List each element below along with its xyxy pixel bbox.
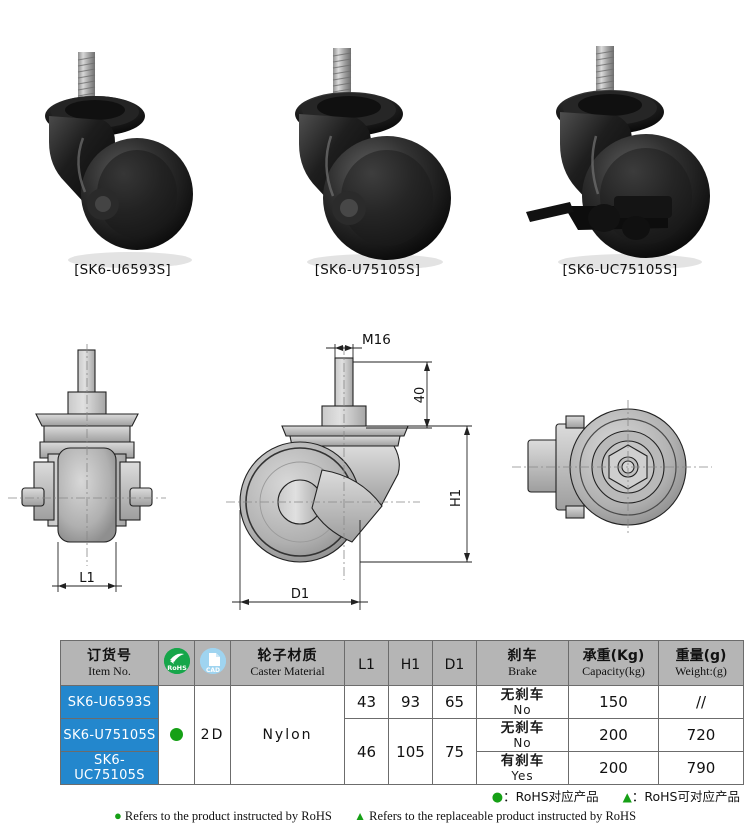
dimension-label-h1: H1: [449, 489, 464, 507]
dimension-m16: [326, 344, 362, 358]
dimension-label-d1: D1: [291, 587, 309, 602]
header-capacity: 承重(Kg) Capacity(kg): [568, 640, 659, 686]
header-h1: H1: [388, 640, 433, 686]
technical-drawings: L1: [0, 330, 750, 630]
cell-l1: 46: [344, 718, 389, 785]
svg-text:CAD: CAD: [205, 667, 219, 674]
header-capacity-en: Capacity(kg): [582, 664, 645, 678]
dimension-label-40: 40: [413, 387, 428, 404]
header-material: 轮子材质 Caster Material: [230, 640, 345, 686]
cell-rohs-marker: [158, 685, 195, 785]
header-capacity-cn: 承重(Kg): [582, 648, 645, 664]
legend-dot-icon: ●: [491, 790, 504, 805]
legend-english-line: ● Refers to the product instructed by Ro…: [0, 808, 750, 824]
header-cad: CAD: [194, 640, 231, 686]
cell-weight: //: [658, 685, 744, 719]
cell-cad-value: 2D: [194, 685, 231, 785]
legend-triangle-icon-en: ▲: [354, 809, 366, 823]
legend-en-dot-text: Refers to the product instructed by RoHS: [124, 809, 332, 823]
header-rohs: RoHS: [158, 640, 195, 686]
header-h1-label: H1: [400, 656, 421, 673]
product-photo-3: [510, 46, 740, 276]
dimension-40: [353, 361, 432, 429]
product-label-2: [SK6-U75105S]: [314, 262, 421, 278]
cell-item-no[interactable]: SK6-U75105S: [60, 718, 159, 752]
front-view-centerlines: [8, 344, 166, 566]
drawings-svg: L1: [8, 332, 712, 610]
product-photo-row: [0, 26, 750, 276]
rohs-legend: ●：RoHS对应产品 ▲：RoHS可对应产品 ● Refers to the p…: [0, 786, 750, 824]
cell-brake: 有刹车 Yes: [476, 751, 569, 785]
legend-chinese-line: ●：RoHS对应产品 ▲：RoHS可对应产品: [0, 786, 750, 805]
dimension-label-m16: M16: [362, 332, 391, 348]
cell-capacity: 150: [568, 685, 659, 719]
header-item-no-cn: 订货号: [87, 648, 132, 664]
header-item-no: 订货号 Item No.: [60, 640, 159, 686]
cell-d1: 75: [432, 718, 477, 785]
product-label-row: [SK6-U6593S] [SK6-U75105S] [SK6-UC75105S…: [0, 262, 750, 286]
cad-badge-icon: CAD: [199, 648, 226, 674]
legend-dot-icon-en: ●: [113, 808, 122, 823]
legend-en-tri-text: Refers to the replaceable product instru…: [369, 809, 637, 823]
cell-brake-cn: 有刹车: [500, 752, 545, 769]
specification-table: 订货号 Item No. RoHS: [60, 640, 744, 785]
header-material-en: Caster Material: [250, 664, 325, 678]
header-weight-cn: 重量(g): [675, 648, 727, 664]
cell-brake-en: Yes: [511, 768, 534, 783]
header-d1: D1: [432, 640, 477, 686]
dimension-label-l1: L1: [79, 571, 95, 586]
legend-cn-tri-text: ：RoHS可对应产品: [631, 789, 740, 804]
cell-brake-cn: 无刹车: [500, 719, 545, 736]
product-photo-1: [10, 46, 240, 276]
table-row: SK6-UC75105S 有刹车 Yes 200 790: [60, 751, 744, 785]
legend-triangle-icon: ▲: [622, 790, 632, 804]
cell-item-no[interactable]: SK6-U6593S: [60, 685, 159, 719]
cell-brake-cn: 无刹车: [500, 686, 545, 703]
cell-material-value: Nylon: [230, 685, 345, 785]
caster-photo-swivel-2: [295, 48, 451, 270]
dimension-d1: [232, 510, 368, 610]
rohs-green-dot-icon: [170, 727, 183, 741]
specification-table-wrap: 订货号 Item No. RoHS: [60, 640, 744, 785]
caster-photo-swivel-brake: [525, 46, 710, 270]
header-material-cn: 轮子材质: [257, 648, 318, 664]
cell-h1: 105: [388, 718, 433, 785]
cell-l1: 43: [344, 685, 389, 719]
header-weight: 重量(g) Weight:(g): [658, 640, 744, 686]
cell-brake-en: No: [513, 735, 532, 750]
cell-brake-en: No: [513, 702, 532, 717]
cell-brake: 无刹车 No: [476, 685, 569, 719]
cell-weight: 720: [658, 718, 744, 752]
table-header-row: 订货号 Item No. RoHS: [60, 640, 744, 686]
rohs-badge-icon: RoHS: [163, 648, 190, 674]
drawing-side-view: [239, 357, 409, 563]
caster-photo-swivel-1: [45, 52, 193, 268]
cell-weight: 790: [658, 751, 744, 785]
header-brake: 刹车 Brake: [476, 640, 569, 686]
header-l1-label: L1: [358, 656, 375, 673]
side-view-centerlines: [226, 346, 420, 580]
header-brake-cn: 刹车: [507, 648, 538, 664]
cell-brake: 无刹车 No: [476, 718, 569, 752]
table-row: SK6-U6593S 2D Nylon 43 93 65 无刹车 No 150 …: [60, 685, 744, 785]
dimension-h1: [360, 425, 472, 563]
legend-cn-dot-text: ：RoHS对应产品: [503, 789, 599, 804]
header-brake-en: Brake: [508, 664, 537, 678]
dimension-l1: [52, 542, 122, 592]
header-weight-en: Weight:(g): [675, 664, 727, 678]
cell-item-no[interactable]: SK6-UC75105S: [60, 751, 159, 785]
header-d1-label: D1: [444, 656, 465, 673]
cell-h1: 93: [388, 685, 433, 719]
product-label-3: [SK6-UC75105S]: [562, 262, 678, 278]
product-label-1: [SK6-U6593S]: [74, 262, 171, 278]
header-item-no-en: Item No.: [88, 664, 131, 678]
cell-d1: 65: [432, 685, 477, 719]
cell-capacity: 200: [568, 751, 659, 785]
product-photo-2: [260, 46, 490, 276]
svg-text:RoHS: RoHS: [167, 664, 187, 672]
top-view-centerlines: [512, 400, 712, 536]
cell-capacity: 200: [568, 718, 659, 752]
header-l1: L1: [344, 640, 389, 686]
